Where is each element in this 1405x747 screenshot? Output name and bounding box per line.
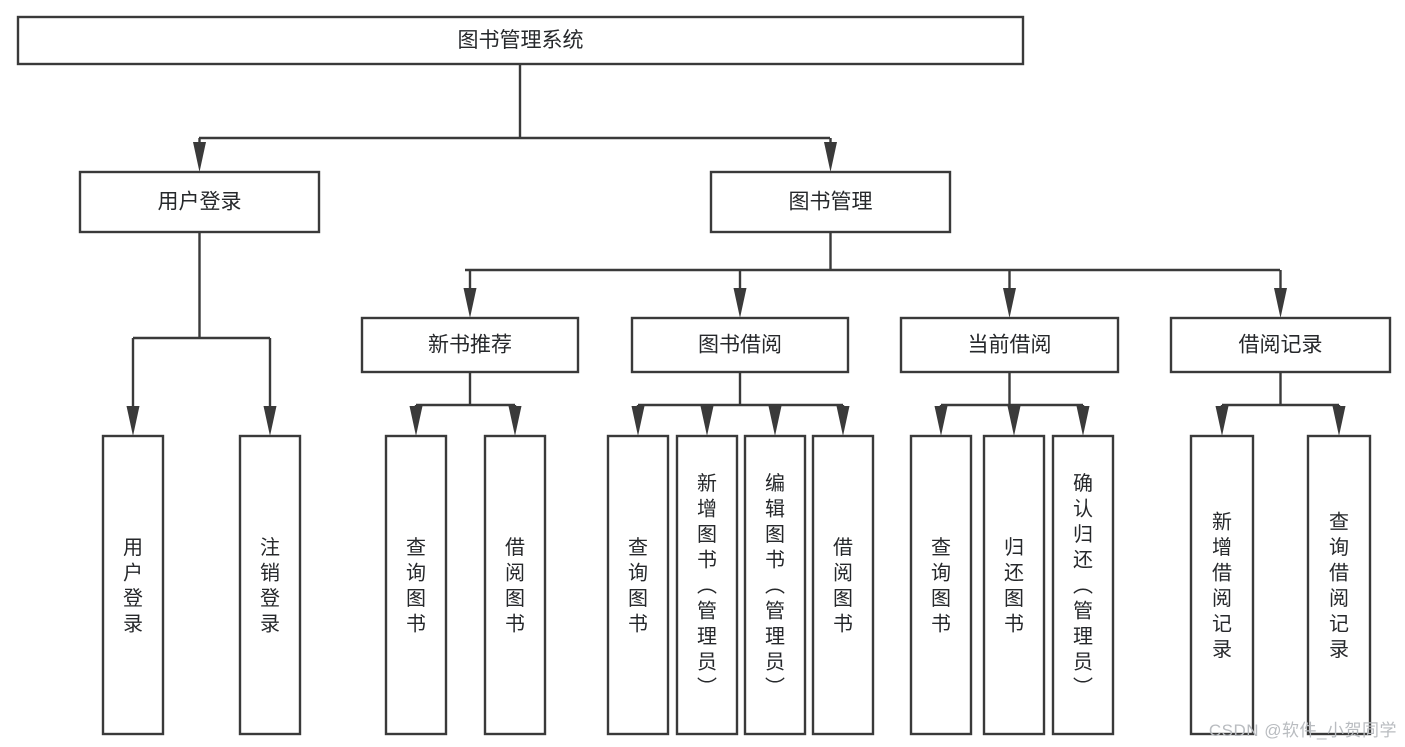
leaf-node-leaf-query-book-2[interactable]: 查询图书 (606, 434, 670, 736)
node-box[interactable] (1306, 434, 1372, 736)
node-label: 归还图书 (1004, 536, 1024, 636)
arrow-to-leaf-query-book-1-head (409, 406, 423, 436)
level2-node-book-borrow[interactable]: 图书借阅 (630, 316, 850, 374)
node-label: 用户登录 (158, 191, 242, 214)
leaf-node-leaf-query-book-3[interactable]: 查询图书 (909, 434, 973, 736)
node-label: 借阅图书 (505, 536, 525, 636)
node-label: 当前借阅 (968, 334, 1052, 357)
node-label: 图书管理 (789, 191, 873, 214)
node-label: 查询图书 (628, 536, 648, 636)
arrow-to-leaf-query-record-head (1332, 406, 1346, 436)
node-layer: 图书管理系统用户登录图书管理新书推荐图书借阅当前借阅借阅记录用户登录注销登录查询… (16, 15, 1392, 736)
arrow-to-leaf-logout-head (263, 406, 277, 436)
leaf-node-leaf-borrow-book-2[interactable]: 借阅图书 (811, 434, 875, 736)
leaf-node-leaf-edit-book[interactable]: 编辑图书︵管理员︶ (743, 434, 807, 736)
connector-layer (126, 64, 1346, 436)
leaf-node-leaf-user-login[interactable]: 用户登录 (101, 434, 165, 736)
arrow-to-book-borrow-head (733, 288, 747, 318)
level1-node-book-manage[interactable]: 图书管理 (709, 170, 952, 234)
node-label: 编辑图书︵管理员︶ (765, 472, 785, 699)
node-box[interactable] (101, 434, 165, 736)
node-box[interactable] (982, 434, 1046, 736)
leaf-node-leaf-query-record[interactable]: 查询借阅记录 (1306, 434, 1372, 736)
leaf-node-leaf-add-book[interactable]: 新增图书︵管理员︶ (675, 434, 739, 736)
node-label: 查询借阅记录 (1329, 510, 1349, 661)
node-label: 新书推荐 (428, 334, 512, 357)
arrow-to-new-book-recommend-head (463, 288, 477, 318)
level1-node-user-login[interactable]: 用户登录 (78, 170, 321, 234)
node-box[interactable] (909, 434, 973, 736)
node-box[interactable] (630, 316, 850, 374)
level2-node-borrow-record[interactable]: 借阅记录 (1169, 316, 1392, 374)
node-box[interactable] (1169, 316, 1392, 374)
node-label: 查询图书 (406, 536, 426, 636)
arrow-to-current-borrow-head (1003, 288, 1016, 318)
level2-node-current-borrow[interactable]: 当前借阅 (899, 316, 1120, 374)
arrow-to-book-manage-head (824, 142, 837, 172)
node-box[interactable] (384, 434, 448, 736)
node-box[interactable] (675, 434, 739, 736)
leaf-node-leaf-query-book-1[interactable]: 查询图书 (384, 434, 448, 736)
node-label: 借阅图书 (833, 536, 853, 636)
arrow-to-leaf-edit-book-head (768, 406, 782, 436)
node-box[interactable] (78, 170, 321, 234)
node-box[interactable] (811, 434, 875, 736)
arrow-to-leaf-add-book-head (700, 406, 714, 436)
node-label: 新增借阅记录 (1212, 510, 1232, 661)
node-label: 借阅记录 (1239, 334, 1323, 357)
leaf-node-leaf-return-book[interactable]: 归还图书 (982, 434, 1046, 736)
node-box[interactable] (709, 170, 952, 234)
leaf-node-leaf-logout[interactable]: 注销登录 (238, 434, 302, 736)
node-box[interactable] (360, 316, 580, 374)
arrow-to-leaf-confirm-return-head (1076, 406, 1090, 436)
node-label: 注销登录 (260, 536, 280, 636)
arrow-to-leaf-query-book-2-head (631, 406, 645, 436)
node-box[interactable] (1189, 434, 1255, 736)
node-label: 图书管理系统 (458, 29, 584, 52)
arrow-to-leaf-user-login-head (126, 406, 140, 436)
node-box[interactable] (483, 434, 547, 736)
node-box[interactable] (238, 434, 302, 736)
arrow-to-leaf-return-book-head (1007, 406, 1021, 436)
node-label: 确认归还︵管理员︶ (1073, 472, 1093, 699)
node-label: 用户登录 (123, 537, 143, 636)
node-box[interactable] (16, 15, 1025, 66)
node-box[interactable] (899, 316, 1120, 374)
leaf-node-leaf-borrow-book-1[interactable]: 借阅图书 (483, 434, 547, 736)
node-label: 查询图书 (931, 536, 951, 636)
arrow-to-leaf-add-record-head (1215, 406, 1229, 436)
arrow-to-borrow-record-head (1274, 288, 1287, 318)
leaf-node-leaf-add-record[interactable]: 新增借阅记录 (1189, 434, 1255, 736)
node-box[interactable] (1051, 434, 1115, 736)
node-box[interactable] (606, 434, 670, 736)
arrow-to-leaf-borrow-book-2-head (836, 406, 850, 436)
node-label: 图书借阅 (698, 334, 782, 357)
node-box[interactable] (743, 434, 807, 736)
root-node[interactable]: 图书管理系统 (16, 15, 1025, 66)
arrow-to-leaf-borrow-book-1-head (508, 406, 522, 436)
arrow-to-leaf-query-book-3-head (934, 406, 948, 436)
level2-node-new-book-recommend[interactable]: 新书推荐 (360, 316, 580, 374)
leaf-node-leaf-confirm-return[interactable]: 确认归还︵管理员︶ (1051, 434, 1115, 736)
arrow-to-user-login-head (193, 142, 206, 172)
node-label: 新增图书︵管理员︶ (697, 472, 717, 699)
